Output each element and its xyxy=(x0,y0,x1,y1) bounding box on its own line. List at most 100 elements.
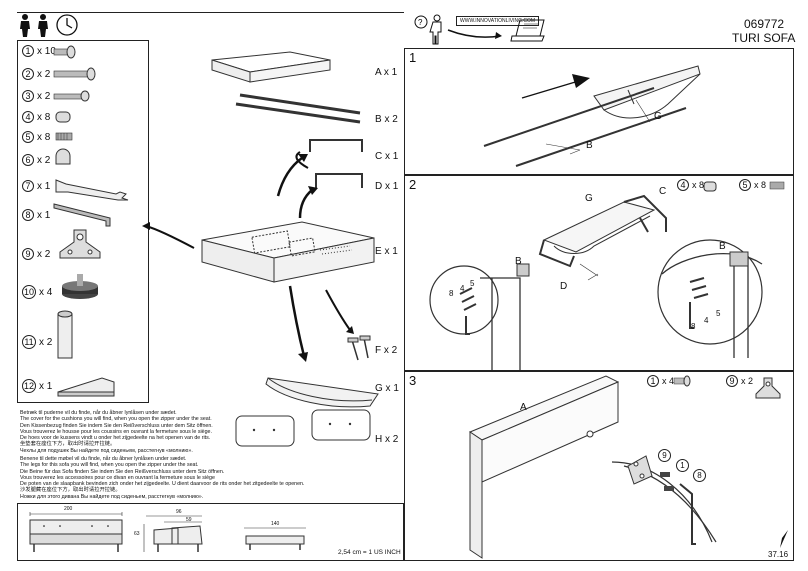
allen-key-icon xyxy=(53,203,111,227)
component-label-e: E x 1 xyxy=(375,246,398,257)
part-qty: x 4 xyxy=(39,286,53,298)
part-number: 6 xyxy=(22,154,34,166)
step2-label-5-right: 5 xyxy=(716,309,721,318)
part-qty: x 1 xyxy=(37,180,51,192)
step-number-1: 1 xyxy=(409,50,417,65)
page-number: 37.16 xyxy=(768,550,789,559)
note-line: 坐垫套在座位下方，取出时请拉开拉链。 xyxy=(20,441,116,448)
hardware-number: 4 xyxy=(677,179,689,191)
component-a-board xyxy=(211,51,331,83)
part-number: 9 xyxy=(22,248,34,260)
grub-screw-icon xyxy=(55,132,73,141)
two-persons-icon xyxy=(20,14,48,37)
part-qty: x 2 xyxy=(37,154,51,166)
note-line: Vous trouverez les accessoires pour ce d… xyxy=(20,474,215,481)
step2-frame xyxy=(404,175,794,371)
step-number-2: 2 xyxy=(409,177,417,192)
dim-height: 63 xyxy=(134,531,140,537)
step-number-3: 3 xyxy=(409,373,417,388)
barrel-nut-small-icon xyxy=(703,181,717,192)
component-f-legs xyxy=(347,335,371,361)
part-qty: x 8 xyxy=(37,111,51,123)
component-label-b: B x 2 xyxy=(375,114,398,125)
bracket-detail xyxy=(627,455,653,485)
part-qty: x 1 xyxy=(37,209,51,221)
step2-label-4-right: 4 xyxy=(704,316,709,325)
part-qty: x 2 xyxy=(37,68,51,80)
bracket-icon xyxy=(59,229,101,259)
step3-frame xyxy=(404,371,794,561)
product-code: 069772 xyxy=(744,17,785,31)
components-drawing xyxy=(142,51,379,447)
cap-nut-icon xyxy=(55,148,71,165)
bolt-small-icon xyxy=(673,375,691,387)
component-e-seat xyxy=(201,221,375,283)
legs-note: Benene til dette møbel vil du finde, når… xyxy=(20,456,304,500)
step2-label-8-left: 8 xyxy=(449,289,454,298)
unit-conversion: 2,54 cm = 1 US INCH xyxy=(338,549,401,556)
bracket-small-icon xyxy=(755,377,781,399)
board-a xyxy=(468,375,620,559)
part-number: 5 xyxy=(22,131,34,143)
detail-screws-right xyxy=(689,277,709,329)
component-c-frame xyxy=(309,139,363,152)
step3-drawing xyxy=(468,375,788,559)
clock-icon xyxy=(56,14,78,36)
allen-key-detail xyxy=(679,483,696,545)
bolt-long-icon xyxy=(53,67,96,81)
frame-c-tray-g xyxy=(538,194,667,268)
website-url[interactable]: WWW.INNOVATIONLIVING.COM xyxy=(456,16,540,26)
bolt-short-icon xyxy=(53,45,76,59)
barrel-nut-icon xyxy=(55,111,71,123)
step3-label-1: 1 xyxy=(676,459,689,472)
part-qty: x 10 xyxy=(37,45,56,57)
bolt-medium-icon xyxy=(53,90,90,102)
step2-label-b-right: B xyxy=(719,241,726,252)
part-number: 1 xyxy=(22,45,34,57)
hardware-number: 9 xyxy=(726,375,738,387)
part-number: 2 xyxy=(22,68,34,80)
step2-label-5-left: 5 xyxy=(470,279,475,288)
hardware-qty: x 2 xyxy=(741,376,754,386)
hardware-number: 5 xyxy=(739,179,751,191)
dim-width: 200 xyxy=(64,506,73,512)
step1-label-g: G xyxy=(654,111,662,122)
step2-label-d: D xyxy=(560,281,568,292)
grub-screw-small-icon xyxy=(769,181,785,190)
part-qty: x 2 xyxy=(37,248,51,260)
part-number: 8 xyxy=(22,209,34,221)
dim-depth: 96 xyxy=(176,509,182,515)
note-line: Betræk til puderne vil du finde, når du … xyxy=(20,410,177,416)
component-label-f: F x 2 xyxy=(375,345,398,356)
part-qty: x 2 xyxy=(39,336,53,348)
note-line: Benene til dette møbel vil du finde, når… xyxy=(20,456,187,462)
component-g-tray xyxy=(265,377,379,408)
sofa-bed-view xyxy=(245,535,305,550)
tray-g xyxy=(593,65,701,119)
component-label-d: D x 1 xyxy=(375,181,399,192)
step1-frame xyxy=(404,48,794,175)
help-person-icon: ? xyxy=(414,14,442,45)
cushion-cover-note: Betræk til puderne vil du finde, når du … xyxy=(20,410,260,454)
wrench-icon xyxy=(55,179,129,201)
part-qty: x 1 xyxy=(39,380,53,392)
dimensions-frame xyxy=(17,503,404,561)
parts-panel-frame xyxy=(17,40,149,403)
step1-drawing xyxy=(483,65,701,167)
part-number: 3 xyxy=(22,90,34,102)
wedge-icon xyxy=(57,377,115,397)
note-line: 沙发腿藏在座位下方，取出时请拉开拉链。 xyxy=(20,487,121,494)
part-number: 12 xyxy=(22,379,36,393)
step2-label-g: G xyxy=(585,193,593,204)
parts-drawings xyxy=(53,45,129,397)
